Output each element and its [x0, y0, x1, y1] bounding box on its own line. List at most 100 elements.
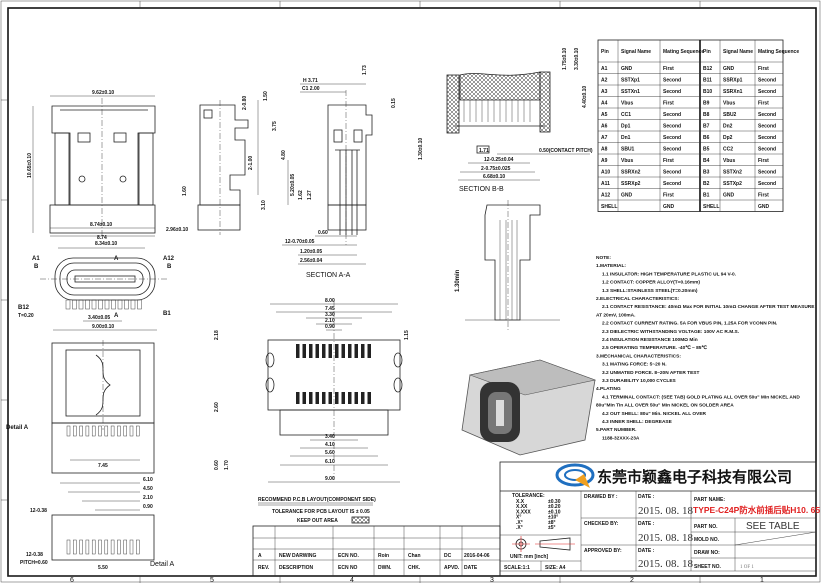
drawed-date: 2015. 08. 18: [638, 505, 694, 517]
tolerance-precision: X.XXX: [516, 509, 531, 515]
pin-table-cell: Second: [663, 78, 681, 84]
note-line: 4.3 INNER SHELL: DEGREASE: [602, 419, 673, 425]
pin-table-cell: B2: [703, 181, 710, 187]
pin-table-cell: GND: [663, 204, 675, 210]
approved-by-label: APPROVED BY:: [584, 548, 622, 554]
pin-table-cell: GND: [723, 193, 735, 199]
date-label: DATE :: [638, 521, 655, 527]
pin-table-cell: Second: [663, 181, 681, 187]
dim: 12-0.25±0.04: [484, 157, 514, 163]
dim: 2.96±0.10: [166, 227, 188, 233]
dim: 1.27: [307, 190, 313, 200]
draw-no-label: DRAW NO:: [694, 550, 720, 556]
pin-table-cell: Vbus: [621, 158, 633, 164]
note-line: 1188-32XXX-23A: [602, 435, 640, 441]
part-no-label: PART NO.: [694, 524, 718, 530]
revision-cell: 2016-04-06: [464, 553, 490, 559]
pin-table-cell: Dp2: [723, 135, 733, 141]
pin-table-cell: A10: [601, 170, 610, 176]
dim: 1.30±0.10: [418, 138, 424, 160]
revision-header: CHK.: [408, 565, 421, 571]
note-line: 4.2 OUT SHELL: 80u" Min. NICKEL ALL OVER: [602, 411, 707, 417]
section-marker: B: [167, 264, 172, 270]
pin-table-cell: Second: [663, 147, 681, 153]
note-line: 1.2 CONTACT: COPPER ALLOY(T=0.16mm): [602, 280, 700, 286]
dim: 4.40±0.10: [582, 86, 588, 108]
company-name: 东莞市颖鑫电子科技有限公司: [597, 468, 792, 486]
tolerance-precision: X.XX: [516, 504, 528, 510]
dim: 1.50: [263, 91, 269, 101]
tolerance-precision: X.X: [516, 499, 525, 505]
dim: 5.60: [325, 450, 335, 456]
section-marker: A: [114, 313, 119, 319]
pin-table-cell: Dn1: [621, 135, 631, 141]
dim: PITCH=0.60: [20, 560, 48, 566]
detail-label: Detail A: [150, 561, 174, 568]
zone-label: 1: [760, 577, 764, 583]
dim: 2.60: [214, 402, 220, 412]
pin-table-cell: Vbus: [723, 158, 735, 164]
tolerance-value: ±10°: [548, 515, 558, 521]
pin-table-cell: Second: [758, 181, 776, 187]
pin-table-cell: SHELL: [601, 204, 617, 210]
revision-cell: ECN NO.: [338, 553, 359, 559]
pin-table-cell: SSRXn2: [621, 170, 641, 176]
pin-table-cell: SHELL: [703, 204, 719, 210]
note-line: 2.4 INSULATION RESISTANCE 100MΩ Min: [602, 337, 698, 343]
pin-table-cell: Second: [758, 147, 776, 153]
pin-table-cell: Second: [758, 170, 776, 176]
size-label: SIZE: A4: [545, 565, 566, 571]
pin-table-cell: Second: [663, 170, 681, 176]
pin-table-cell: A11: [601, 181, 610, 187]
pin-table-cell: Second: [663, 135, 681, 141]
pin-table-cell: B12: [703, 66, 712, 72]
dim: 1.71: [479, 148, 489, 154]
section-a-a: H 3.71 C1 2.00 0.15 1.73 5.20±0.05 1.62 …: [282, 65, 397, 279]
pin-table-cell: B6: [703, 135, 710, 141]
dim: 2-0.75±0.025: [481, 166, 511, 172]
tolerance-value: ±8°: [548, 520, 556, 526]
pin-table-cell: SSTXn1: [621, 89, 640, 95]
pcb-tolerance: TOLERANCE FOR PCB LAYOUT IS ± 0.05: [272, 509, 370, 515]
notes: NOTE:1.MATERIAL: 1.1 INSULATOR: HIGH TEM…: [596, 255, 815, 441]
revision-header: APVD.: [444, 565, 460, 571]
note-line: 2.3 DIELECTRIC WITHSTANDING VOLTAGE: 100…: [602, 329, 739, 335]
dim: 3.10: [261, 200, 267, 210]
dim: 4.50: [143, 486, 153, 492]
dim: 6.10: [325, 459, 335, 465]
scale-label: SCALE:1:1: [504, 565, 530, 571]
approved-date: 2015. 08. 18: [638, 558, 694, 570]
dim: 0.90: [143, 504, 153, 510]
sheet-no: 1 OF 1: [740, 565, 754, 570]
pin-table-header: Signal Name: [723, 49, 753, 55]
pin-table-cell: A7: [601, 135, 608, 141]
pin-table-cell: Dp1: [621, 124, 631, 130]
note-line: 2.2 CONTACT CURRENT RATING. 5A FOR VBUS …: [602, 321, 777, 327]
title-block: 东莞市颖鑫电子科技有限公司 TOLERANCE: X.X±0.30X.XX±0.…: [499, 461, 820, 577]
pin-table-cell: B4: [703, 158, 710, 164]
dim: 8.34±0.10: [95, 241, 117, 247]
pin-table-cell: GND: [758, 204, 770, 210]
mold-no-label: MOLD NO.: [694, 537, 720, 543]
dim: 2.10: [143, 495, 153, 501]
note-line: 3.3 DURABILITY 10,000 CYCLES: [602, 378, 677, 384]
pin-table-cell: B5: [703, 147, 710, 153]
pin-table-cell: B9: [703, 101, 710, 107]
part-no: SEE TABLE: [746, 521, 800, 532]
pin-table-cell: First: [758, 158, 769, 164]
section-marker: A: [114, 256, 119, 262]
note-line: 1.3 SHELL:STAINLESS STEEL(T=0.20mm): [602, 288, 698, 294]
pin-table-cell: GND: [723, 66, 735, 72]
tolerance-value: ±5°: [548, 525, 556, 531]
zone-label: 4: [350, 577, 354, 583]
section-marker: B: [34, 264, 39, 270]
mating-face-view: 8.34±0.10 A1 A12 B B A A B12 B1 T=0.20 3…: [18, 241, 175, 331]
dim: 1.60: [182, 186, 188, 196]
note-line: AT 20mV, 100mA.: [596, 312, 635, 318]
zone-label: 2: [630, 577, 634, 583]
dim: 0.50(CONTACT PITCH): [539, 148, 593, 154]
pin-table-cell: First: [663, 158, 674, 164]
